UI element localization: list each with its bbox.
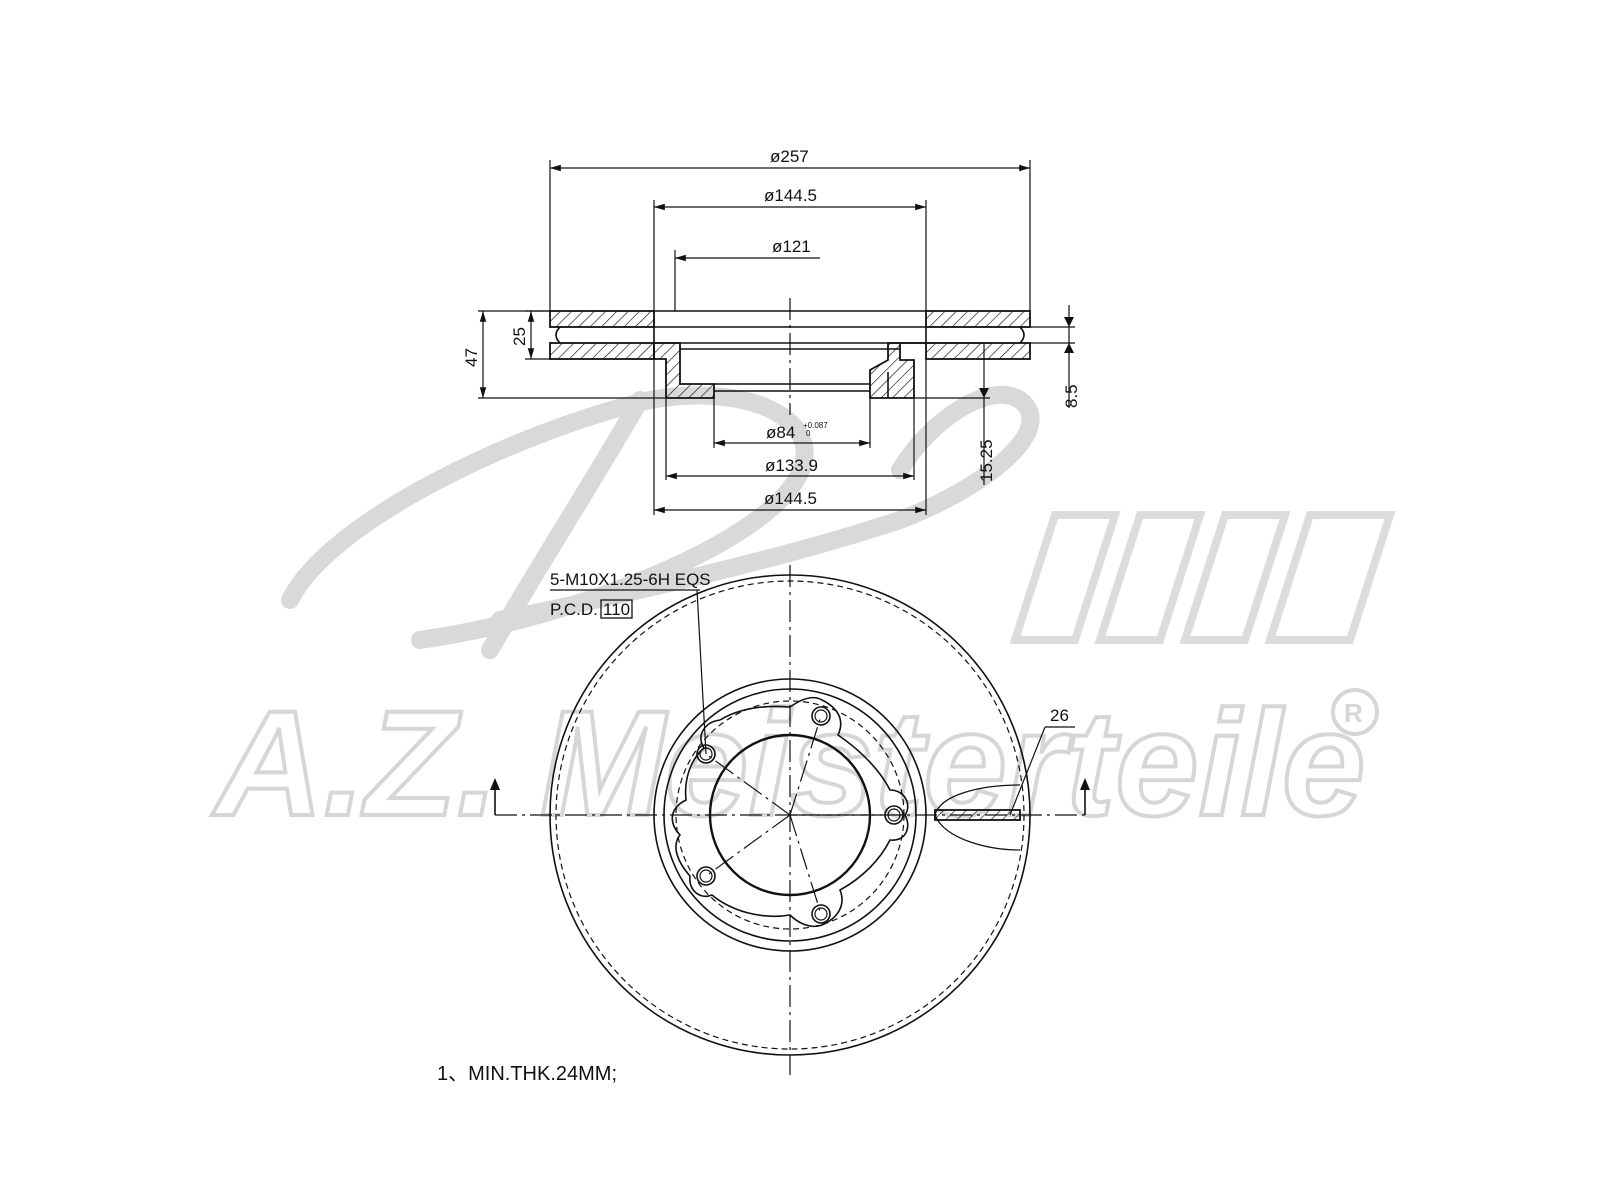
left-inner-plate xyxy=(549,342,655,360)
vent-break-lines xyxy=(934,784,1021,851)
dim-hat-inner-top: ø121 xyxy=(772,237,811,256)
pcd-value: 110 xyxy=(603,600,630,619)
vent-leader xyxy=(1009,726,1046,816)
watermark-bars-icon xyxy=(1009,511,1396,644)
arrow-1525 xyxy=(979,388,989,398)
dim-outer-diameter: ø257 xyxy=(770,147,809,166)
dim-disc-thickness: 25 xyxy=(510,327,529,346)
disc-inner-hidden-edge xyxy=(555,580,1025,1050)
dim-hat-outer-bottom: ø144.5 xyxy=(764,489,817,508)
dim-center-bore-tol: +0.087 xyxy=(803,421,828,430)
stud-hole-1 xyxy=(811,706,831,726)
registered-mark-text: R xyxy=(1344,698,1363,728)
front-view: 5-M10X1.25-6H EQS P.C.D. 110 26 xyxy=(490,565,1090,1075)
watermark: A.Z. Meisterteile R xyxy=(209,385,1396,849)
right-hat-wall xyxy=(869,342,926,399)
dim-overall-height: 47 xyxy=(462,348,481,367)
note-min-thickness: 1、MIN.THK.24MM; xyxy=(437,1063,617,1085)
dim-flange-thickness: 8.5 xyxy=(1062,384,1081,408)
section-view: ø257 ø144.5 ø121 ø84 +0.087 0 ø133.9 ø14… xyxy=(462,147,1081,515)
watermark-brand-text: A.Z. Meisterteile xyxy=(211,679,1365,847)
disc-outer-edge xyxy=(549,574,1031,1056)
pcd-box xyxy=(600,599,633,619)
hat-step-circle xyxy=(663,688,917,942)
left-vent-gap xyxy=(555,326,655,344)
pcd-label: P.C.D. xyxy=(550,600,598,619)
dim-hat-depth: 15.25 xyxy=(977,439,996,482)
pcd-radials xyxy=(705,715,894,915)
right-outer-plate xyxy=(925,310,1031,328)
thread-spec-leader xyxy=(696,589,707,755)
dim-hat-inner-bottom: ø133.9 xyxy=(765,456,818,475)
section-arrow-left-icon xyxy=(490,778,500,790)
dim-center-bore-tol-low: 0 xyxy=(806,429,811,438)
left-outer-plate xyxy=(549,310,655,328)
stud-hole-4 xyxy=(696,866,716,886)
right-inner-plate xyxy=(925,342,1031,360)
hat-hidden-circle xyxy=(675,700,905,930)
thread-spec: 5-M10X1.25-6H EQS xyxy=(550,570,711,589)
arrow-85-bottom xyxy=(1064,343,1074,353)
vent-width: 26 xyxy=(1050,706,1069,725)
dim-hat-outer-top: ø144.5 xyxy=(764,186,817,205)
stud-hole-3 xyxy=(811,904,831,924)
vent-section-detail xyxy=(934,809,1021,821)
hub-scallop-outline xyxy=(671,696,909,928)
registered-mark-icon xyxy=(1331,688,1379,736)
dim-center-bore: ø84 xyxy=(766,423,795,442)
hat-outer-circle xyxy=(653,678,927,952)
watermark-swoosh-icon xyxy=(281,385,1040,659)
section-arrow-right-icon xyxy=(1080,778,1090,790)
arrow-85-top xyxy=(1064,317,1074,327)
right-vent-gap xyxy=(925,326,1025,344)
